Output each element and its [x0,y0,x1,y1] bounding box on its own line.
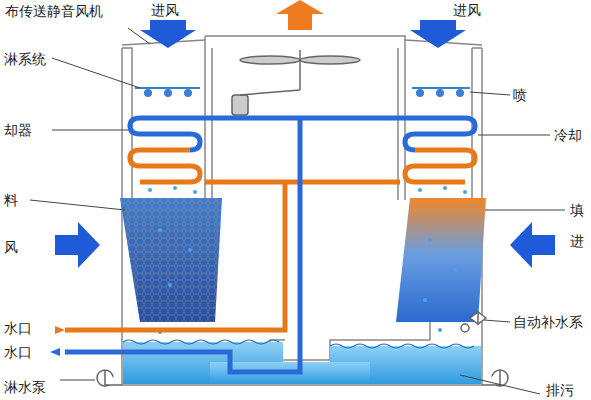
part-label: 却器 [3,123,33,138]
part-label: 水口 [3,345,33,360]
part-label: 水口 [3,321,33,336]
part-label: 自动补水系 [512,315,584,330]
part-label: 冷却 [553,128,583,143]
part-label: 进 [569,234,585,249]
part-label: 进风 [452,3,482,18]
part-label: 风 [3,240,19,255]
part-label: 排污 [545,383,575,398]
part-label: 淋系统 [3,52,47,67]
part-label: 填 [569,203,585,218]
part-label: 布传送静音风机 [4,4,104,19]
part-label: 喷 [512,88,528,103]
part-label: 进风 [150,3,180,18]
part-label: 料 [3,193,19,208]
part-label: 淋水泵 [3,380,47,395]
